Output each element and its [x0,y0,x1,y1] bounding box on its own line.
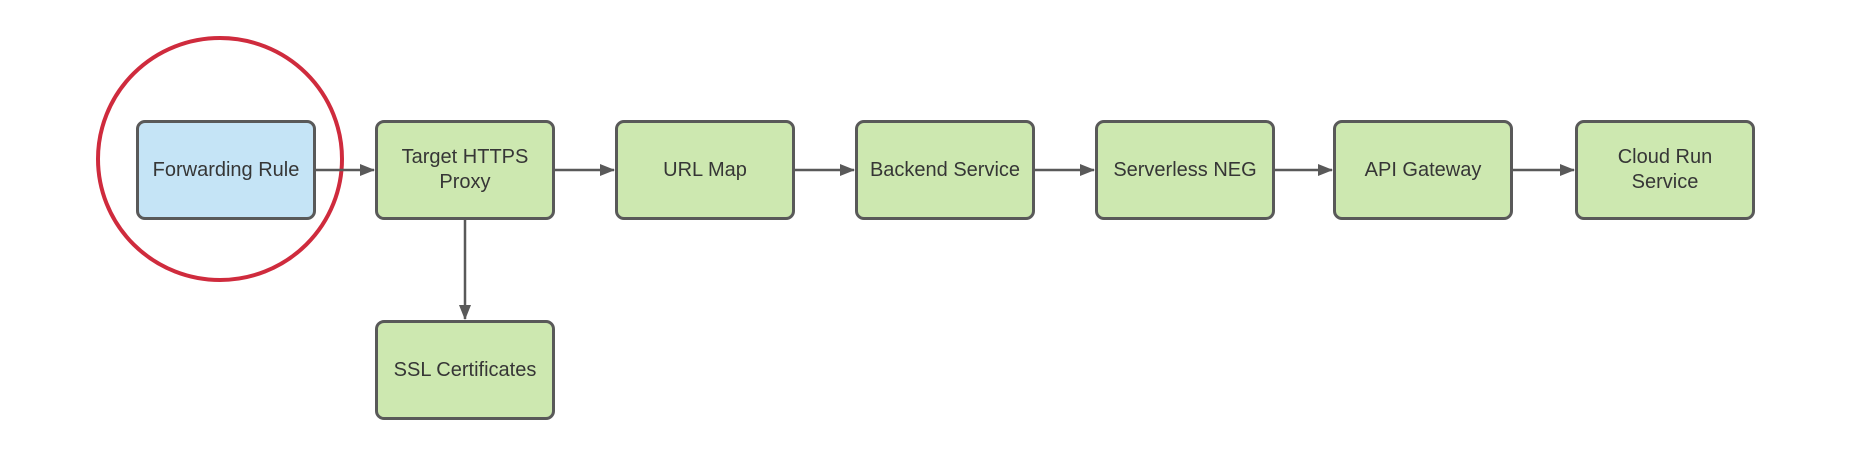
node-ssl-certificates-label: SSL Certificates [393,358,537,381]
node-api-gateway: API Gateway [1333,120,1513,220]
node-backend-service-label: Backend Service [869,158,1021,181]
node-forwarding-rule-label: Forwarding Rule [152,158,300,181]
node-target-https-proxy-label: Target HTTPS Proxy [401,146,529,193]
node-backend-service: Backend Service [855,120,1035,220]
node-target-https-proxy: Target HTTPS Proxy [375,120,555,220]
node-api-gateway-label: API Gateway [1364,158,1482,181]
node-ssl-certificates: SSL Certificates [375,320,555,420]
node-cloud-run-service-label: Cloud Run Service [1617,146,1713,193]
highlight-ellipse [96,36,344,282]
node-serverless-neg: Serverless NEG [1095,120,1275,220]
node-serverless-neg-label: Serverless NEG [1113,158,1257,181]
node-url-map-label: URL Map [663,158,747,181]
node-cloud-run-service: Cloud Run Service [1575,120,1755,220]
node-url-map: URL Map [615,120,795,220]
node-forwarding-rule: Forwarding Rule [136,120,316,220]
